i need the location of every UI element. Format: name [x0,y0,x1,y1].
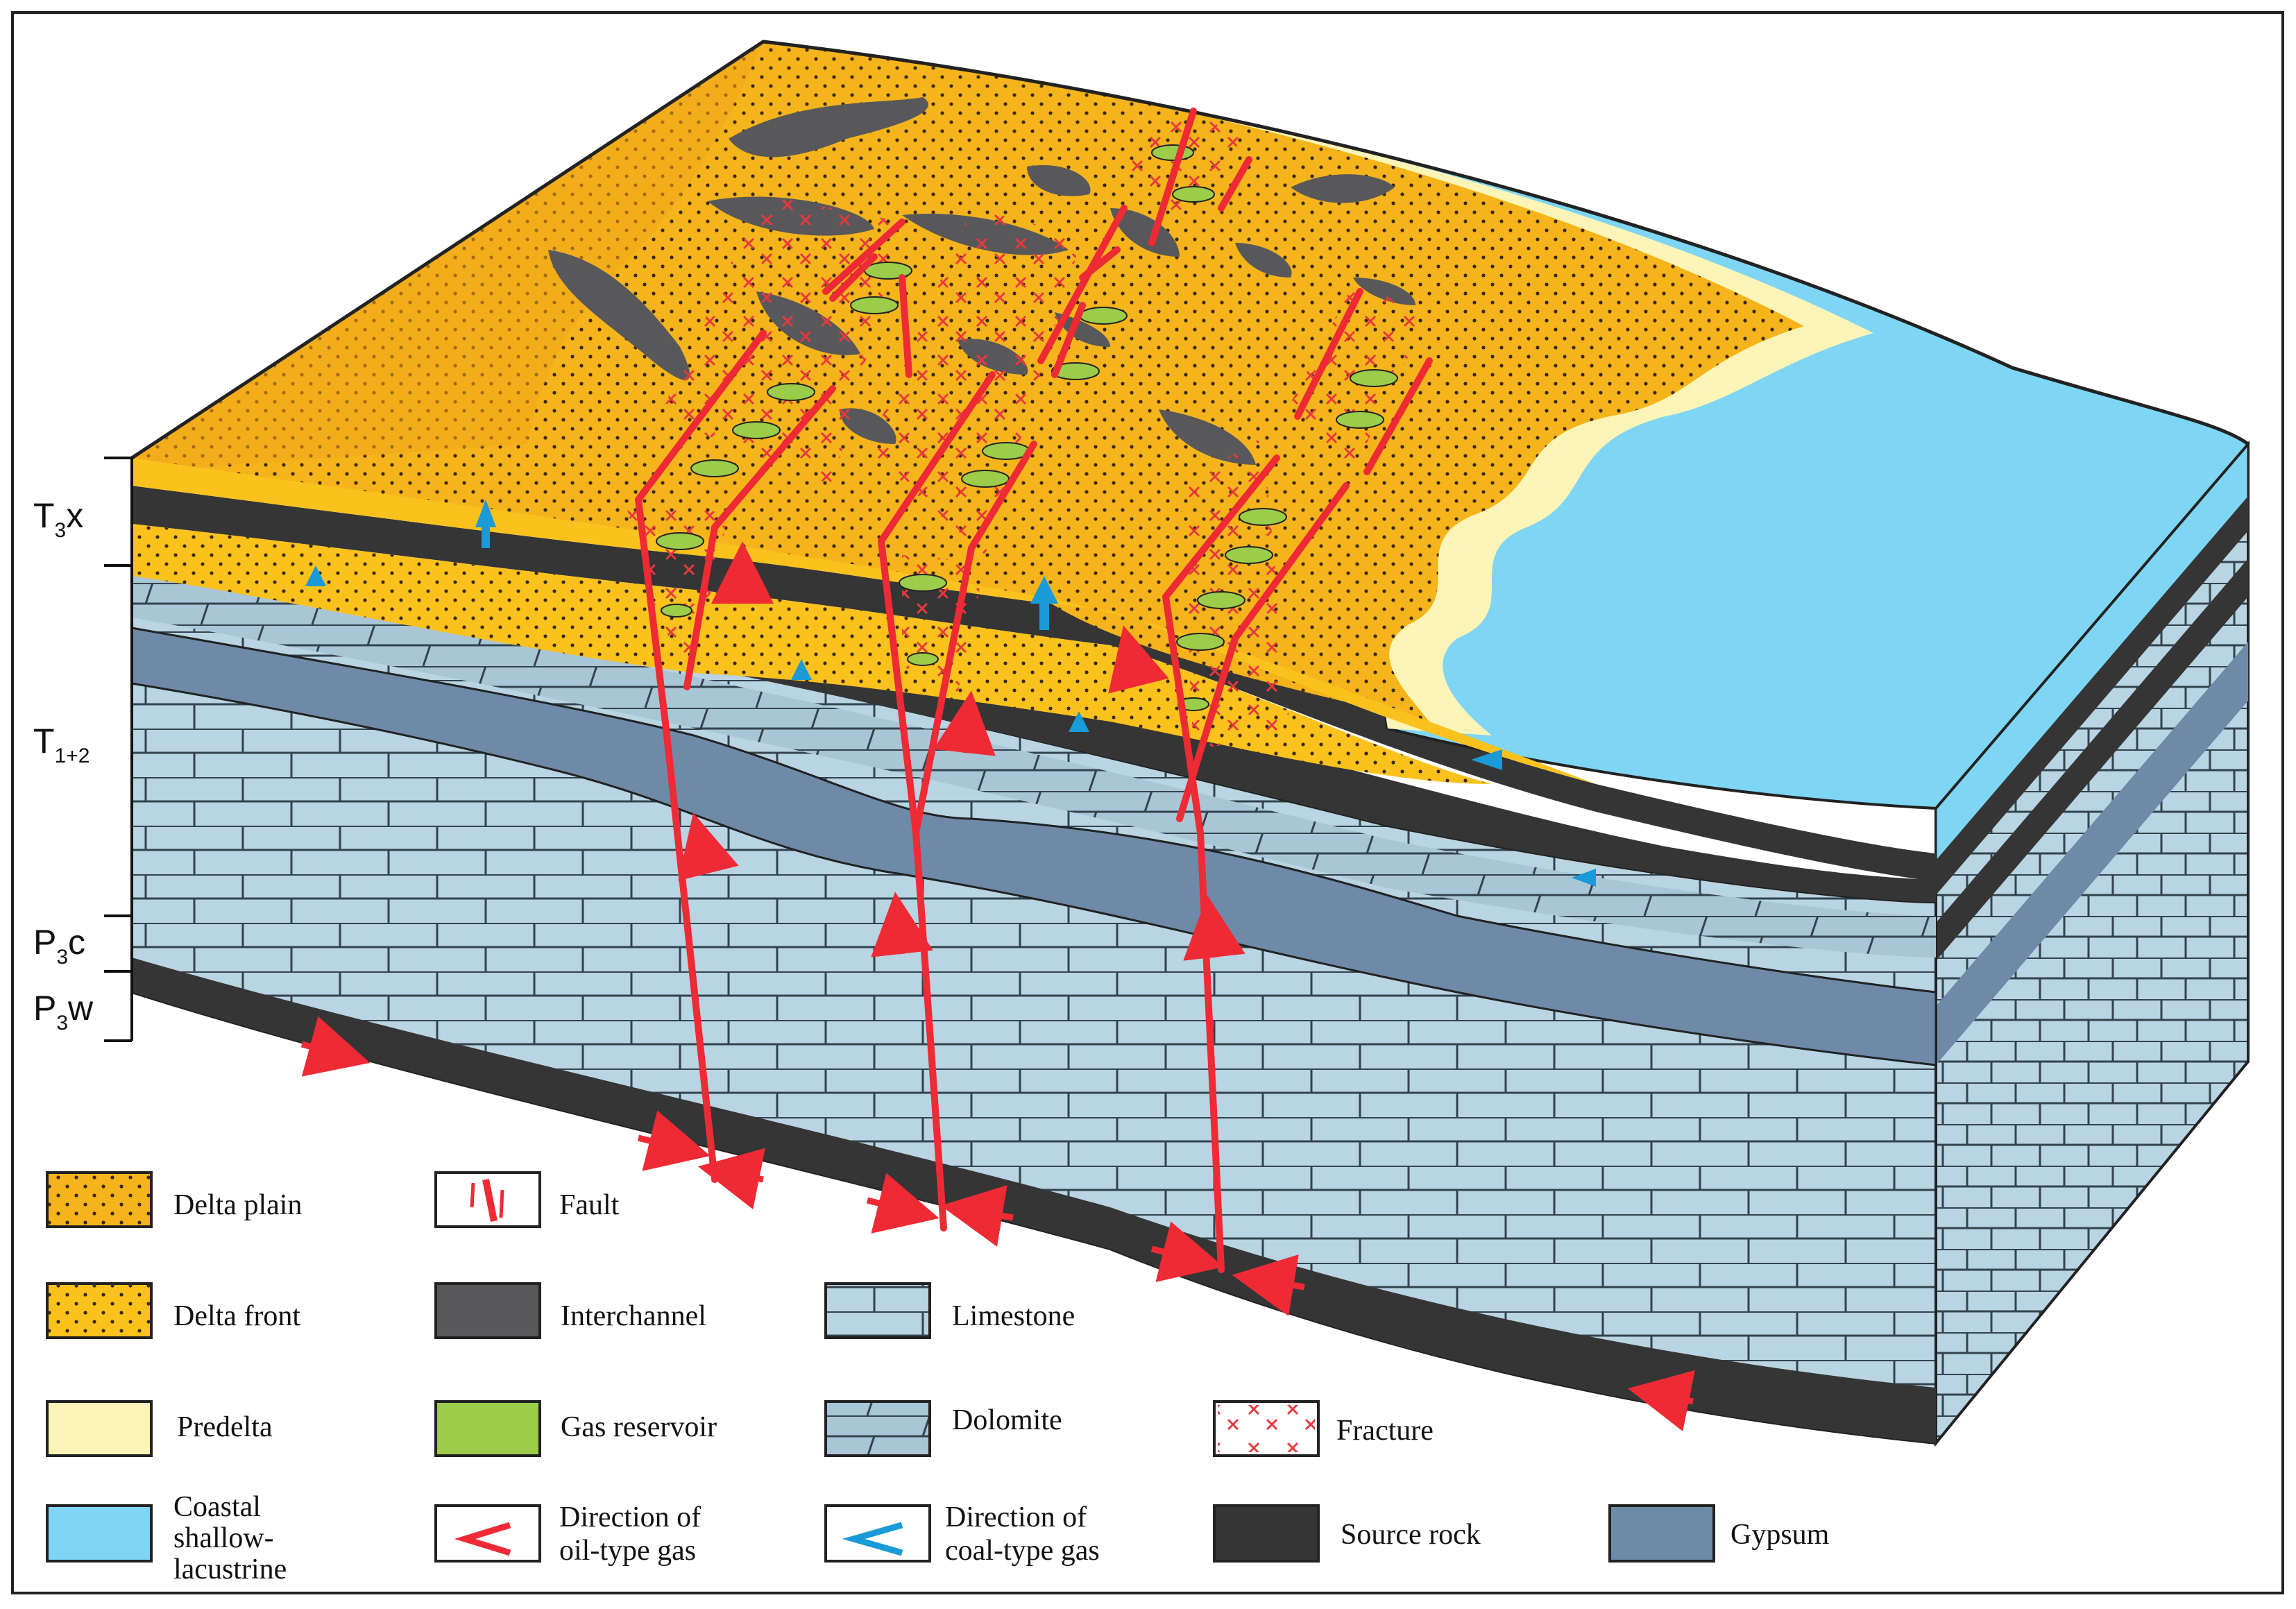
svg-text:lacustrine: lacustrine [173,1553,287,1585]
svg-text:Fracture: Fracture [1336,1415,1434,1447]
oil-gas-arrows [300,541,1695,1431]
strat-p3w: P3w [33,989,94,1035]
block-front-face [130,486,1937,1445]
svg-text:oil-type gas: oil-type gas [559,1535,696,1567]
legend-predelta: Predelta [46,1400,273,1457]
block-top-surface [130,40,2250,810]
svg-text:Direction of: Direction of [945,1501,1087,1533]
figure-border [11,11,2284,1594]
legend-delta-plain: Delta plain [46,1171,302,1228]
legend-fault: Fault [434,1171,620,1228]
legend-limestone: Limestone [824,1282,1075,1339]
svg-text:Gypsum: Gypsum [1730,1519,1830,1551]
svg-text:Limestone: Limestone [952,1300,1075,1332]
legend-oil-gas: Direction of oil-type gas [434,1501,701,1567]
legend: Delta plain Delta front Predelta Coastal… [46,1171,1830,1585]
fracture-zones [624,104,1429,749]
svg-text:Coastal: Coastal [173,1491,261,1523]
strata-axis [104,457,133,1042]
strat-p3c: P3c [33,923,85,969]
svg-text:Gas reservoir: Gas reservoir [561,1411,717,1443]
legend-delta-front: Delta front [46,1282,300,1339]
gas-reservoirs [656,144,1398,711]
coal-gas-arrows [305,500,1596,887]
svg-text:Dolomite: Dolomite [952,1404,1062,1436]
svg-text:Delta front: Delta front [173,1300,300,1332]
legend-coastal: Coastal shallow- lacustrine [46,1491,287,1585]
strat-t3x: T3x [33,496,83,542]
legend-source-rock: Source rock [1213,1504,1481,1563]
svg-text:shallow-: shallow- [173,1522,274,1554]
legend-coal-gas: Direction of coal-type gas [824,1501,1100,1567]
svg-text:Interchannel: Interchannel [561,1300,706,1332]
svg-text:coal-type gas: coal-type gas [945,1535,1100,1567]
legend-gas-reservoir: Gas reservoir [434,1400,717,1457]
legend-fracture: Fracture [1213,1400,1434,1457]
legend-interchannel: Interchannel [434,1282,706,1339]
svg-text:Direction of: Direction of [559,1501,701,1533]
legend-gypsum: Gypsum [1608,1504,1830,1563]
svg-text:Source rock: Source rock [1341,1519,1481,1551]
svg-text:Predelta: Predelta [177,1411,273,1443]
block-right-face [1934,440,2250,1447]
strat-t12: T1+2 [33,722,90,767]
svg-text:Fault: Fault [559,1189,620,1221]
svg-text:Delta plain: Delta plain [173,1189,302,1221]
faults [635,108,1433,1273]
legend-dolomite: Dolomite [824,1400,1062,1457]
